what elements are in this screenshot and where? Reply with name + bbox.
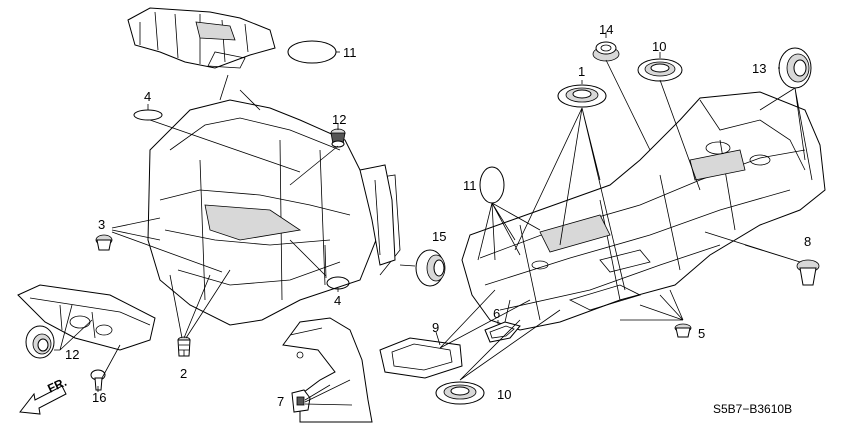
callout-11-top: 11 [343,45,357,60]
front-direction-arrow-icon: FR. [19,375,69,415]
callout-7: 6 [493,306,500,321]
grommet-11-right-icon [479,166,505,204]
grommet-10-bottom-icon [435,381,485,405]
grommet-1-icon [557,84,607,108]
callout-12-bottom: 12 [65,347,79,362]
callout-4-bottom: 4 [334,293,341,308]
plug-12-top-icon [330,128,346,148]
plug-2-icon [177,336,191,357]
callout-4-top: 4 [144,89,151,104]
callout-13: 13 [752,61,766,76]
plug-9-icon [796,259,820,286]
callout-15: 15 [432,229,446,244]
callout-10-top: 10 [652,39,666,54]
callout-12-top: 12 [332,112,346,127]
seal-6-icon [379,337,463,379]
grommet-12-bottom-icon [25,325,55,359]
leader-lines [54,32,813,406]
seal-7-icon [484,321,521,343]
grommet-15-icon [415,249,446,287]
underbody-floor [461,91,826,331]
grommet-13-icon [778,47,812,89]
grommet-11-top-icon [287,40,337,64]
clip-16-icon [90,369,106,391]
callout-8: 7 [277,394,284,409]
callout-11-right: 11 [463,178,477,193]
callout-6: 9 [432,320,439,335]
callout-1: 1 [578,64,585,79]
callout-3: 3 [98,217,105,232]
callout-16: 16 [92,390,106,405]
callout-14: 14 [599,22,613,37]
callout-9: 8 [804,234,811,249]
plug-3-icon [95,234,113,251]
callout-5: 5 [698,326,705,341]
front-sill-detail [17,284,156,351]
plug-5-icon [674,323,692,338]
front-body-assembly [127,7,401,326]
grommet-4-top-icon [133,109,163,121]
callout-10-bottom: 10 [497,387,511,402]
grommet-14-icon [592,41,620,62]
callout-2: 2 [180,366,187,381]
grommet-10-top-icon [637,58,683,82]
callout-labels: 11 4 12 3 4 15 12 2 16 7 14 10 1 13 11 8… [65,22,811,409]
catalog-code: S5B7−B3610B [713,402,792,416]
